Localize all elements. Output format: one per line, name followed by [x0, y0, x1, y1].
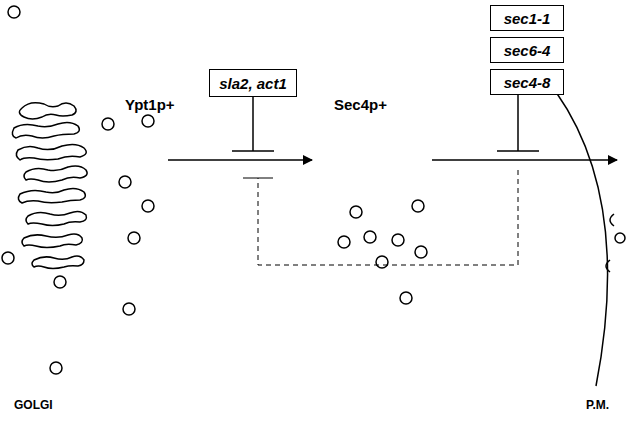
gene-box: sec1-1	[490, 5, 564, 31]
protein-label: Ypt1p+	[125, 96, 175, 113]
gene-name: sec4-8	[504, 74, 551, 91]
gene-name: sec1-1	[504, 10, 551, 27]
compartment-label: GOLGI	[14, 398, 53, 412]
inhibition-lines	[232, 95, 539, 265]
transport-arrows	[168, 159, 617, 161]
gene-name: sec6-4	[504, 42, 551, 59]
protein-label: Sec4p+	[334, 96, 387, 113]
golgi-stack	[12, 103, 87, 269]
compartment-label: P.M.	[586, 398, 609, 412]
plasma-membrane	[556, 92, 614, 386]
gene-box: sec6-4	[490, 37, 564, 63]
gene-name: sla2, act1	[219, 75, 287, 92]
vesicles	[2, 6, 625, 374]
gene-box: sla2, act1	[209, 69, 297, 97]
gene-box: sec4-8	[490, 69, 564, 95]
